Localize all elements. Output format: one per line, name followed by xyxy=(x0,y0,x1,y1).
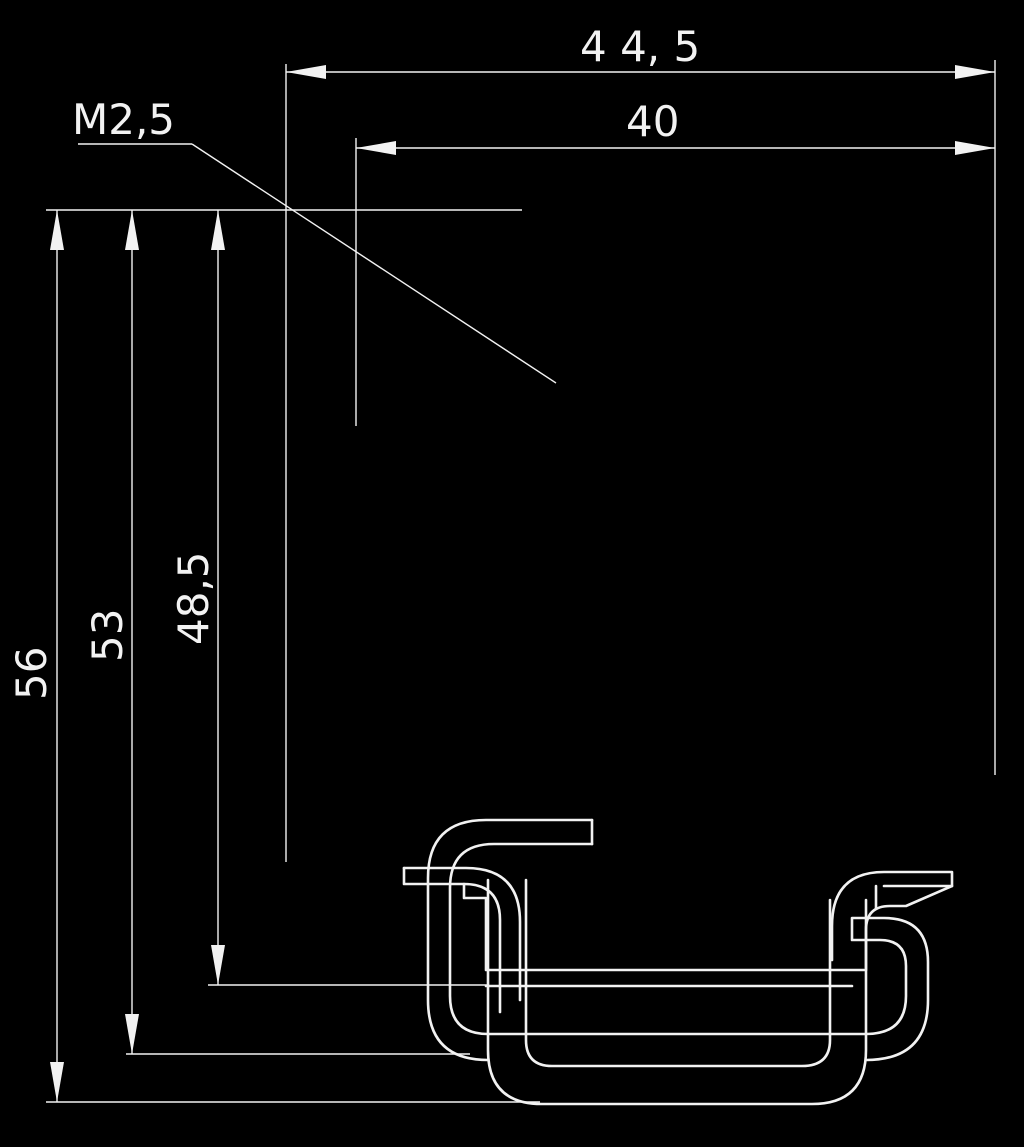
arrowhead-top-56 xyxy=(50,210,64,250)
arrowhead-left-44-5 xyxy=(286,65,326,79)
dimension-48-5: 48,5 xyxy=(169,210,488,986)
arrowhead-right-40 xyxy=(955,141,995,155)
dimension-label-44-5: 4 4, 5 xyxy=(580,22,700,71)
arrowhead-right-44-5 xyxy=(955,65,995,79)
callout-leader xyxy=(191,143,557,384)
dimension-44-5: 4 4, 5 xyxy=(285,22,996,862)
rail-profile xyxy=(402,818,954,1106)
dimension-56: 56 xyxy=(7,210,540,1103)
dimension-40: 40 xyxy=(355,97,995,426)
rail-left-hook-outer xyxy=(426,818,594,1062)
dimension-label-40: 40 xyxy=(626,97,679,146)
rail-left-tab-step xyxy=(462,882,866,972)
arrowhead-left-40 xyxy=(356,141,396,155)
thread-callout: M2,5 xyxy=(72,95,557,384)
arrowhead-bottom-48-5 xyxy=(211,945,225,985)
dimension-label-56: 56 xyxy=(7,647,56,700)
dimension-53: 53 xyxy=(83,210,470,1055)
rail-inner-channel xyxy=(524,878,832,1068)
rail-left-tab xyxy=(402,866,522,1002)
arrowhead-top-48-5 xyxy=(211,210,225,250)
rail-right-hook xyxy=(830,870,954,972)
arrowhead-bottom-53 xyxy=(125,1014,139,1054)
dimension-label-53: 53 xyxy=(83,609,132,662)
rail-left-hook-inner xyxy=(448,842,868,1036)
rail-right-outer xyxy=(850,916,930,1062)
rail-outer-channel xyxy=(486,878,868,1106)
dimension-label-48-5: 48,5 xyxy=(169,551,218,645)
arrowhead-bottom-56 xyxy=(50,1062,64,1102)
rail-right-tab xyxy=(874,884,954,910)
arrowhead-top-53 xyxy=(125,210,139,250)
thread-callout-label: M2,5 xyxy=(72,95,175,144)
